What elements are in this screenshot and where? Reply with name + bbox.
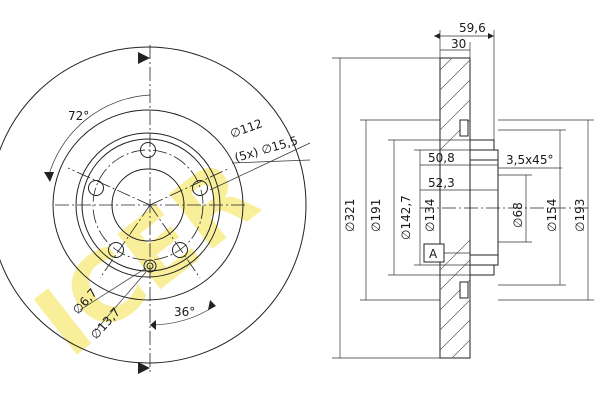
width-total-arrow-r	[488, 33, 494, 39]
bolt-hole-2	[192, 180, 208, 196]
width-total-label: 59,6	[459, 21, 486, 35]
small-hole-leader-1	[79, 267, 147, 311]
d-68-label: ∅68	[511, 202, 525, 228]
bolt-circle-leader	[209, 142, 311, 191]
disc-outer-circle	[0, 46, 307, 364]
angle-72-label: 72°	[68, 109, 89, 123]
d-outer-label: ∅321	[343, 199, 357, 232]
angle-72-arc	[47, 94, 151, 179]
top-arrow	[138, 52, 150, 64]
angle-36-label: 36°	[174, 305, 195, 319]
bolt-circle	[92, 149, 204, 261]
angle-36-arrow-a	[150, 320, 156, 330]
chamfer-label: 3,5x45°	[506, 153, 553, 167]
bolt-hole-5	[88, 180, 104, 196]
diag-center-line-1	[149, 167, 231, 206]
d-193-label: ∅193	[573, 199, 587, 232]
bottom-arrow	[138, 362, 150, 374]
d-142-7-label: ∅142,7	[399, 195, 413, 240]
diag-center-line-4	[99, 204, 151, 279]
bolt-hole-1	[140, 142, 156, 158]
small-hole-leader-2	[95, 271, 147, 331]
diag-center-line-3	[149, 204, 201, 279]
d-134-label: ∅134	[423, 199, 437, 232]
depth-50-8-label: 50,8	[428, 151, 455, 165]
bolt-hole-3	[172, 242, 188, 258]
bolt-hole-4	[108, 242, 124, 258]
hat-outline-bottom	[469, 265, 495, 290]
hat-outline-top	[469, 125, 495, 150]
width-disc-label: 30	[451, 37, 466, 51]
hub-flange	[469, 149, 499, 266]
bolt-holes-label: (5x) ∅15,5	[233, 133, 299, 164]
diameter-dim-lines	[332, 57, 594, 359]
angle-72-arrowhead	[44, 172, 54, 182]
width-total-arrow-l	[434, 33, 440, 39]
datum-label: A	[429, 247, 438, 261]
diag-center-line-2	[67, 167, 151, 206]
d-154-label: ∅154	[545, 199, 559, 232]
angle-36-arrow-b	[208, 300, 216, 310]
stud-bottom	[459, 281, 469, 299]
bolt-circle-label: ∅112	[228, 116, 264, 141]
stud-top	[459, 119, 469, 137]
section-view: 59,6 30	[332, 21, 594, 359]
bolt-hole-leader	[231, 159, 311, 164]
d-191-label: ∅191	[369, 199, 383, 232]
depth-52-3-label: 52,3	[428, 176, 455, 190]
